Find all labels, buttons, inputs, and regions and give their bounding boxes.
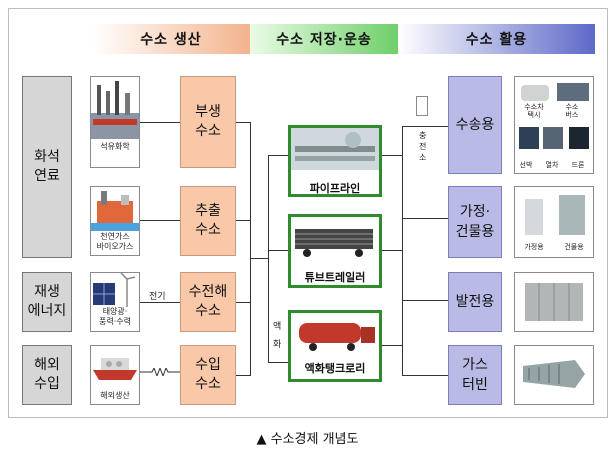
connector-line (268, 362, 288, 363)
train-label: 열차 (545, 161, 559, 169)
petrochem-label: 석유화학 (100, 142, 130, 151)
gas-label: 천연가스 바이오가스 (96, 232, 134, 251)
overseas-label: 해외생산 (100, 391, 130, 400)
connector-line (236, 302, 250, 303)
byproduct-hydrogen: 부생 수소 (180, 76, 236, 168)
connector-line (402, 126, 448, 127)
home-unit-label: 가정용 (524, 243, 544, 251)
charging-station-label: 충전소 (419, 131, 427, 162)
ship-icon (93, 358, 137, 380)
ship-label: 선박 (519, 161, 533, 169)
connector-line (402, 300, 448, 301)
source-overseas: 해외 수입 (22, 345, 72, 405)
bus-line (250, 122, 251, 376)
use-home-building: 가정· 건물용 (448, 186, 502, 258)
tube-trailer-label: 튜브트레일러 (304, 271, 366, 284)
factory-icon (91, 81, 139, 139)
gas-turbine-icon (523, 360, 585, 388)
figure-caption: ▲ 수소경제 개념도 (256, 432, 359, 447)
electricity-label: 전기 (149, 292, 166, 302)
solar-image (90, 272, 140, 332)
turbine-image (514, 345, 594, 405)
tank-lorry-label: 액화탱크로리 (304, 362, 366, 375)
connector-line (140, 122, 180, 123)
source-renewable: 재생 에너지 (22, 272, 72, 332)
tank-lorry-box (288, 310, 382, 382)
petrochem-image (90, 76, 140, 168)
connector-line (268, 250, 288, 251)
connector-line (236, 375, 250, 376)
header-use: 수소 활용 (398, 24, 595, 54)
home-image (514, 186, 594, 258)
building-unit-label: 건물용 (564, 243, 584, 251)
connector-line (268, 155, 288, 156)
taxi-label: 수소차 택시 (524, 103, 544, 119)
bus-line (268, 155, 269, 363)
bus-line (402, 126, 403, 376)
connector-line (140, 302, 180, 303)
connector-line (382, 345, 402, 346)
use-turbine: 가스 터빈 (448, 345, 502, 405)
source-fossil: 화석 연료 (22, 76, 72, 258)
liquefy-label-1: 액 (273, 322, 282, 332)
import-hydrogen: 수입 수소 (180, 345, 236, 405)
gas-plant-icon (91, 191, 139, 231)
liquefy-label-2: 화 (273, 340, 282, 350)
solar-label: 태양광· 풍력·수력 (99, 307, 131, 326)
resistor-connector (140, 368, 180, 376)
use-power: 발전용 (448, 272, 502, 332)
connector-line (402, 218, 448, 219)
tube-trailer-box (288, 214, 382, 288)
pipeline-box (288, 125, 382, 197)
gas-image (90, 186, 140, 256)
charging-station-icon (416, 96, 428, 116)
pipeline-label: 파이프라인 (309, 182, 361, 195)
extraction-hydrogen: 추출 수소 (180, 186, 236, 256)
transport-image (514, 76, 594, 174)
tube-trailer-icon (295, 229, 373, 257)
use-transport: 수송용 (448, 76, 502, 174)
pipeline-icon (291, 128, 379, 170)
vehicles-icon (519, 83, 589, 149)
power-image (514, 272, 594, 332)
electrolysis-hydrogen: 수전해 수소 (180, 272, 236, 332)
connector-line (402, 375, 448, 376)
connector-line (382, 155, 402, 156)
bus-label: 수소 버스 (565, 103, 579, 119)
header-production: 수소 생산 (92, 24, 250, 54)
connector-line (382, 250, 402, 251)
connector-line (236, 220, 250, 221)
solar-panel-icon (93, 272, 136, 307)
header-storage: 수소 저장·운송 (250, 24, 398, 54)
overseas-image (90, 345, 140, 405)
power-plant-icon (525, 283, 583, 321)
connector-line (236, 122, 250, 123)
connector-line (250, 258, 268, 259)
fuel-cell-units-icon (525, 195, 585, 235)
tank-lorry-icon (299, 323, 375, 351)
drone-label: 드론 (571, 161, 585, 169)
connector-line (140, 220, 180, 221)
